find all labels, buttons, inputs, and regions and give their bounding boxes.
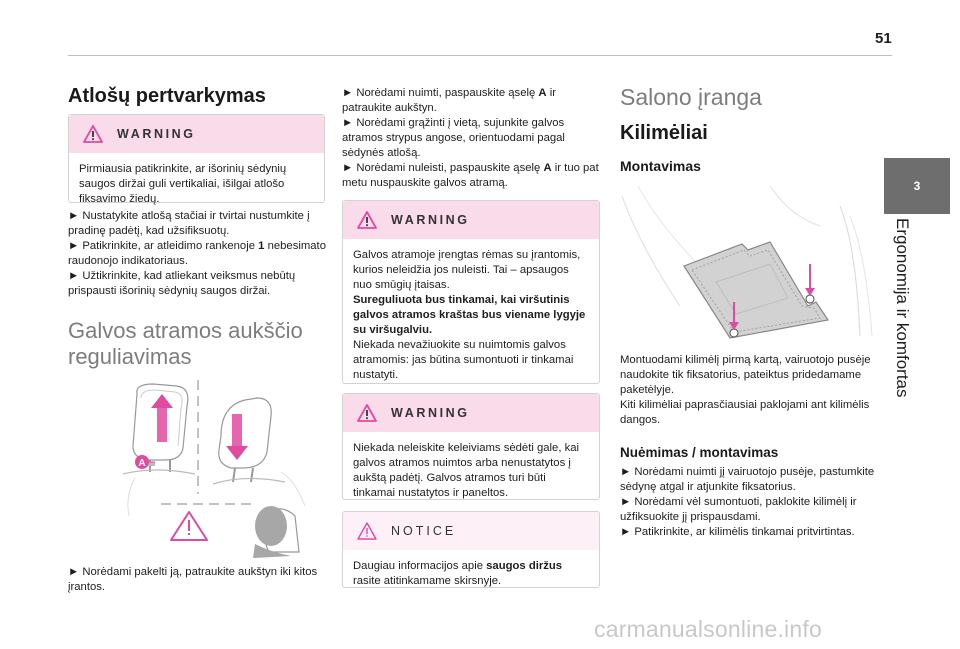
warning-text: Galvos atramoje įrengtas rėmas su įranto…	[343, 239, 599, 391]
warning-label: WARNING	[391, 406, 470, 420]
warning-paragraph: Galvos atramoje įrengtas rėmas su įranto…	[353, 249, 581, 291]
warning-text: Pirmiausia patikrinkite, ar išorinių sėd…	[79, 163, 287, 205]
watermark: carmanualsonline.info	[594, 616, 822, 642]
warning-paragraph: Niekada nevažiuokite su nuimtomis galvos…	[353, 339, 574, 381]
warning-header: WARNING	[343, 394, 599, 432]
label-a: A	[138, 458, 145, 469]
step-item: ► Norėdami nuleisti, paspauskite ąselę A…	[342, 162, 599, 189]
removal-steps: ► Norėdami nuimti jį vairuotojo pusėje, …	[620, 465, 878, 540]
step-item: ► Nustatykite atlošą stačiai ir tvirtai …	[68, 210, 310, 237]
heading-installation: Montavimas	[620, 158, 701, 174]
notice-text: Daugiau informacijos apie saugos diržus …	[353, 560, 563, 587]
step-item: ► Patikrinkite, ar kilimėlis tinkamai pr…	[620, 526, 855, 538]
warning-header: WARNING	[69, 115, 324, 153]
warning-icon	[83, 125, 103, 143]
chapter-title-text: Ergonomija ir komfortas	[893, 218, 912, 398]
installation-text: Montuodami kilimėlį pirmą kartą, vairuot…	[620, 353, 878, 428]
notice-icon	[357, 522, 377, 540]
label-a-badge	[135, 455, 149, 469]
paragraph: Kiti kilimėliai paprasčiausiai paklojami…	[620, 399, 870, 426]
section-title-headrest: Galvos atramos aukščio reguliavimas	[68, 318, 330, 370]
warning-label: WARNING	[391, 213, 470, 227]
warning-box-2: WARNING Galvos atramoje įrengtas rėmas s…	[342, 200, 600, 384]
section-title-line: Galvos atramos aukščio	[68, 318, 303, 343]
notice-header: NOTICE	[343, 512, 599, 550]
notice-label: NOTICE	[391, 524, 457, 538]
step-item: ► Užtikrinkite, kad atliekant veiksmus n…	[68, 270, 296, 297]
chapter-tab[interactable]: 3	[884, 158, 950, 214]
warning-icon	[170, 511, 208, 541]
section-title-line: reguliavimas	[68, 344, 192, 369]
warning-box-3: WARNING Niekada neleiskite keleiviams sė…	[342, 393, 600, 500]
section-title-backrest: Atlošų pertvarkymas	[68, 85, 266, 107]
step-item: ► Norėdami vėl sumontuoti, paklokite kil…	[620, 496, 857, 523]
step-item: ► Norėdami grąžinti į vietą, sujunkite g…	[342, 117, 565, 159]
seatbelt-link[interactable]: saugos diržus	[486, 560, 563, 572]
step-item: ► Patikrinkite, ar atleidimo rankenoje 1…	[68, 240, 326, 267]
subsection-title-mats: Kilimėliai	[620, 122, 708, 144]
section-title-interior: Salono įranga	[620, 84, 762, 110]
step-item: ► Norėdami nuimti, paspauskite ąselę A i…	[342, 87, 557, 114]
headrest-caption: ► Norėdami pakelti ją, patraukite aukšty…	[68, 566, 318, 593]
floor-mat-illustration	[621, 186, 873, 339]
warning-box-1: WARNING Pirmiausia patikrinkite, ar išor…	[68, 114, 325, 205]
page-number: 51	[875, 30, 892, 47]
chapter-title: Ergonomija ir komfortas	[885, 218, 921, 398]
headrest-illustration: A	[122, 380, 306, 558]
headrest-steps: ► Norėdami nuimti, paspauskite ąselę A i…	[342, 86, 600, 191]
warning-header: WARNING	[343, 201, 599, 239]
warning-text: Niekada neleiskite keleiviams sėdėti gal…	[353, 442, 580, 499]
warning-bold-paragraph: Sureguliuota bus tinkamai, kai viršutini…	[353, 294, 586, 336]
backrest-steps: ► Nustatykite atlošą stačiai ir tvirtai …	[68, 209, 330, 299]
notice-box: NOTICE Daugiau informacijos apie saugos …	[342, 511, 600, 588]
paragraph: Montuodami kilimėlį pirmą kartą, vairuot…	[620, 354, 871, 396]
warning-icon	[357, 211, 377, 229]
step-item: ► Norėdami nuimti jį vairuotojo pusėje, …	[620, 466, 875, 493]
warning-icon	[357, 404, 377, 422]
heading-removal: Nuėmimas / montavimas	[620, 445, 779, 460]
warning-label: WARNING	[117, 127, 196, 141]
header-divider	[68, 55, 892, 56]
